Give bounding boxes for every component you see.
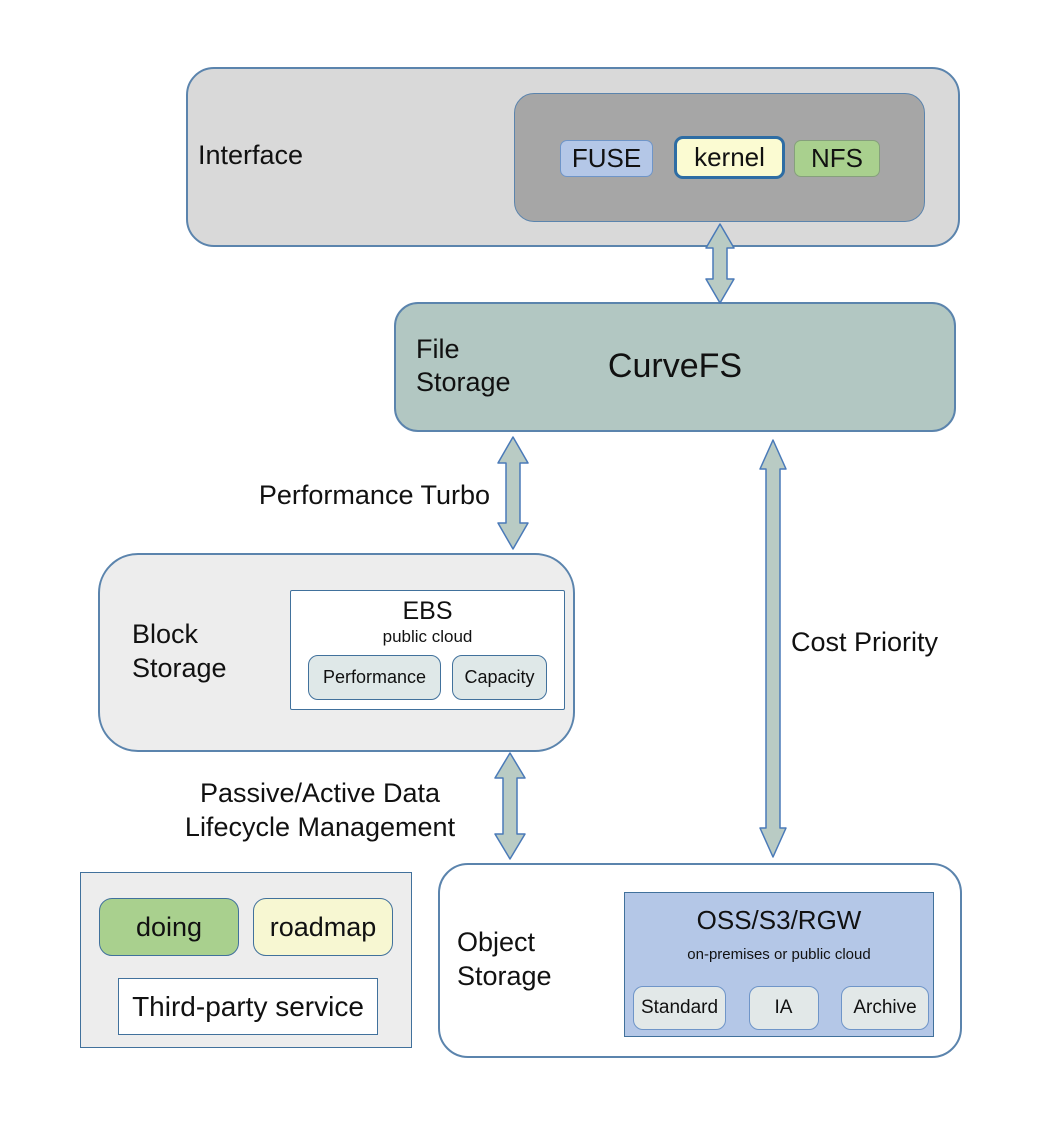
performance-chip: Performance: [308, 655, 441, 700]
ebs-title: EBS: [402, 597, 453, 625]
object-storage-box: Object Storage OSS/S3/RGW on-premises or…: [438, 863, 962, 1058]
curvefs-title: CurveFS: [607, 347, 743, 385]
curvefs-block-arrow: [497, 436, 529, 550]
oss-subtitle: on-premises or public cloud: [687, 946, 871, 963]
kernel-badge-label: kernel: [694, 142, 765, 172]
lifecycle-label: Passive/Active Data Lifecycle Management: [184, 778, 456, 842]
object-storage-label: Object Storage: [457, 927, 552, 991]
standard-chip: Standard: [633, 986, 726, 1030]
capacity-chip: Capacity: [452, 655, 547, 700]
fuse-badge: FUSE: [560, 140, 653, 177]
performance-turbo-label: Performance Turbo: [258, 480, 490, 510]
file-storage-label: File Storage: [416, 334, 511, 397]
curvefs-object-arrow: [759, 439, 787, 858]
ebs-subtitle: public cloud: [382, 627, 473, 646]
legend-box: doing roadmap Third-party service: [80, 872, 412, 1048]
file-storage-box: File Storage CurveFS: [394, 302, 956, 432]
legend-roadmap-badge: roadmap: [253, 898, 393, 956]
cost-priority-label: Cost Priority: [791, 627, 939, 657]
legend-third-party-badge: Third-party service: [118, 978, 378, 1035]
oss-title: OSS/S3/RGW: [696, 905, 862, 935]
ebs-box: EBS public cloud Performance Capacity: [290, 590, 565, 710]
legend-doing-badge: doing: [99, 898, 239, 956]
nfs-badge-label: NFS: [811, 143, 863, 173]
fuse-badge-label: FUSE: [571, 143, 642, 173]
ebs-button-row: Performance Capacity: [291, 655, 564, 700]
block-storage-label: Block Storage: [132, 619, 227, 683]
interface-label: Interface: [198, 140, 304, 170]
oss-button-row: Standard IA Archive: [633, 986, 929, 1030]
oss-box: OSS/S3/RGW on-premises or public cloud S…: [624, 892, 934, 1037]
ia-chip: IA: [748, 986, 819, 1030]
archive-chip: Archive: [841, 986, 929, 1030]
nfs-badge: NFS: [794, 140, 880, 177]
interface-box: Interface FUSE kernel NFS: [186, 67, 960, 247]
kernel-badge: kernel: [674, 136, 785, 179]
block-storage-box: Block Storage EBS public cloud Performan…: [98, 553, 575, 752]
interface-inner-box: FUSE kernel NFS: [514, 93, 925, 222]
